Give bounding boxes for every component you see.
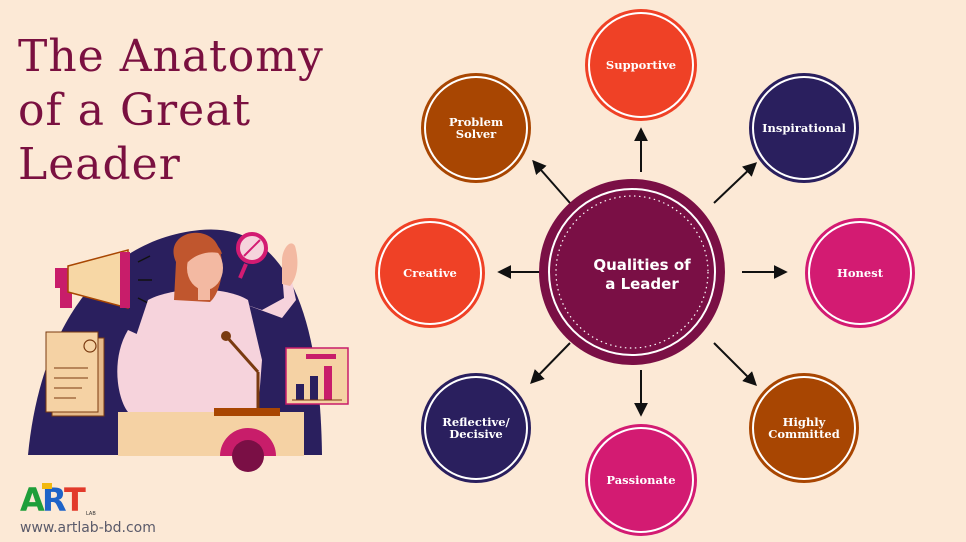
node-circle [375,218,485,328]
leader-illustration [28,229,349,472]
logo-letter-a: A [20,481,45,517]
node-label-problem-solver: Solver [456,127,497,141]
node-circle [585,424,697,536]
bar-chart-board-icon [285,347,349,405]
node-circle [421,373,531,483]
node-creative: Creative [375,218,485,328]
node-circle [585,9,697,121]
quality-nodes: SupportiveInspirationalHonestHighlyCommi… [375,9,915,536]
node-label-highly-committed: Committed [768,427,840,441]
artlab-logo: A R T LAB [20,481,96,517]
node-label-inspirational: Inspirational [762,121,846,135]
page-title: The Anatomy of a Great Leader [18,30,324,192]
node-label-reflective-decisive: Decisive [449,427,503,441]
node-ring [424,376,528,480]
center-label-line-1: Qualities of [593,256,691,274]
center-label-line-2: a Leader [605,275,679,293]
node-ring [588,427,694,533]
node-circle [805,218,915,328]
arrows-group [497,127,788,417]
node-supportive: Supportive [585,9,697,121]
center-circle: Qualities of a Leader [539,179,725,365]
node-reflective-decisive: Reflective/Decisive [421,373,531,483]
node-circle [749,73,859,183]
logo-letter-t: T [64,481,86,517]
arrow-reflective-decisive [530,342,571,385]
node-ring [378,221,482,325]
node-passionate: Passionate [585,424,697,536]
logo-sub: LAB [86,511,96,517]
node-label-honest: Honest [837,266,884,280]
node-ring [808,221,912,325]
website-url: www.artlab-bd.com [20,520,156,536]
magnifier-icon [236,232,268,279]
documents-icon [45,331,105,417]
title-line-3: Leader [18,139,181,190]
node-inspirational: Inspirational [749,73,859,183]
node-label-reflective-decisive: Reflective/ [442,415,510,429]
arrow-problem-solver [532,159,571,204]
node-label-passionate: Passionate [606,473,675,487]
arrow-highly-committed [713,342,757,386]
node-ring [588,12,694,118]
node-label-creative: Creative [403,266,457,280]
node-honest: Honest [805,218,915,328]
node-label-problem-solver: Problem [449,115,503,129]
node-ring [752,76,856,180]
megaphone-icon [55,249,152,309]
node-circle [749,373,859,483]
title-line-1: The Anatomy [18,31,324,82]
node-label-highly-committed: Highly [783,415,826,429]
node-circle [421,73,531,183]
node-ring [424,76,528,180]
title-line-2: of a Great [18,85,252,136]
node-ring [752,376,856,480]
arrow-inspirational [713,162,758,204]
node-label-supportive: Supportive [606,58,676,72]
